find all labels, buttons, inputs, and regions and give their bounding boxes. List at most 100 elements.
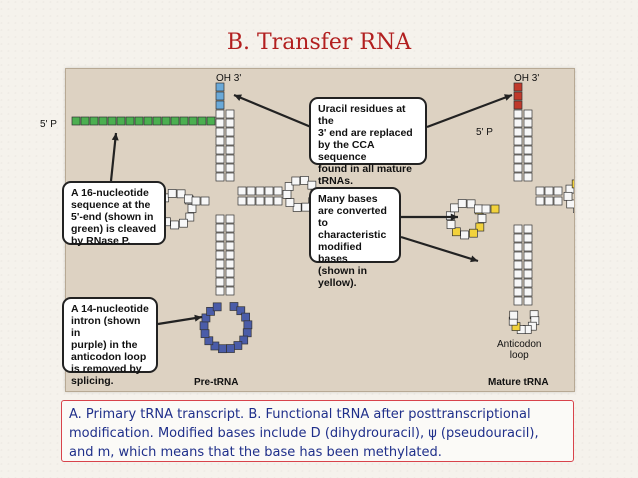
anticodon-stem-nucleotide — [523, 278, 533, 288]
callout-intron-splicing: A 14-nucleotide intron (shown in purple)… — [62, 297, 158, 387]
pre-oh-3-label: OH 3' — [216, 73, 242, 84]
anticodon-stem-nucleotide — [225, 241, 235, 251]
anticodon-stem-nucleotide — [523, 242, 533, 252]
acceptor-stem-nucleotide — [523, 145, 533, 155]
acceptor-stem-nucleotide — [225, 109, 235, 119]
anticodon-stem-nucleotide — [513, 260, 523, 270]
leader-nucleotide — [188, 116, 198, 126]
uracil-3prime-nucleotide — [215, 91, 225, 101]
acceptor-stem-nucleotide — [513, 172, 523, 182]
t-stem-nucleotide — [273, 196, 283, 206]
t-loop-nucleotide — [573, 204, 574, 213]
anticodon-stem-nucleotide — [523, 287, 533, 297]
uracil-3prime-nucleotide — [215, 100, 225, 110]
anticodon-stem-nucleotide — [523, 260, 533, 270]
acceptor-stem-nucleotide — [513, 118, 523, 128]
d-loop-nucleotide — [446, 220, 456, 229]
acceptor-stem-nucleotide — [523, 172, 533, 182]
t-stem-nucleotide — [535, 186, 545, 196]
t-loop-nucleotide — [292, 203, 302, 212]
leader-nucleotide — [170, 116, 180, 126]
anticodon-stem-nucleotide — [225, 268, 235, 278]
d-loop-nucleotide — [450, 203, 459, 213]
anticodon-stem-nucleotide — [225, 259, 235, 269]
acceptor-stem-nucleotide — [215, 145, 225, 155]
anticodon-stem-nucleotide — [523, 251, 533, 261]
intron-loop-nucleotide — [241, 312, 250, 322]
anticodon-stem-nucleotide — [215, 214, 225, 224]
t-stem-nucleotide — [544, 186, 554, 196]
t-stem-nucleotide — [246, 186, 256, 196]
t-loop-nucleotide — [563, 191, 573, 201]
leader-nucleotide — [107, 116, 117, 126]
d-loop-nucleotide — [187, 204, 197, 213]
leader-nucleotide — [80, 116, 90, 126]
acceptor-stem-nucleotide — [513, 109, 523, 119]
acceptor-stem-nucleotide — [523, 109, 533, 119]
anticodon-stem-nucleotide — [513, 242, 523, 252]
acceptor-stem-nucleotide — [225, 163, 235, 173]
callout-leader-rnase-p: A 16-nucleotide sequence at the 5'-end (… — [62, 181, 166, 247]
acceptor-stem-nucleotide — [225, 127, 235, 137]
arrow-modified-d-head — [450, 213, 458, 221]
mature-trna-label: Mature tRNA — [488, 377, 549, 388]
intron-loop-nucleotide — [239, 335, 249, 345]
anticodon-stem-nucleotide — [215, 277, 225, 287]
anticodon-stem-nucleotide — [225, 232, 235, 242]
anticodon-stem-nucleotide — [513, 278, 523, 288]
acceptor-stem-nucleotide — [225, 154, 235, 164]
intron-loop-nucleotide — [233, 341, 243, 350]
arrow-intron — [157, 315, 203, 326]
t-loop-nucleotide — [285, 198, 295, 207]
d-stem-nucleotide — [191, 196, 201, 206]
leader-nucleotide — [116, 116, 126, 126]
anticodon-stem-nucleotide — [513, 296, 523, 306]
leader-nucleotide — [179, 116, 189, 126]
acceptor-stem-nucleotide — [225, 136, 235, 146]
intron-loop-nucleotide — [210, 341, 220, 351]
intron-loop-nucleotide — [199, 321, 209, 331]
t-stem-nucleotide — [255, 196, 265, 206]
cca-nucleotide — [513, 91, 523, 101]
acceptor-stem-nucleotide — [215, 154, 225, 164]
t-stem-nucleotide — [264, 196, 274, 206]
anticodon-stem-nucleotide — [215, 223, 225, 233]
arrow-intron-head — [194, 314, 202, 322]
arrow-modified-anticodon — [400, 235, 479, 263]
d-stem-nucleotide — [481, 204, 491, 214]
anticodon-stem-nucleotide — [215, 250, 225, 260]
acceptor-stem-nucleotide — [225, 118, 235, 128]
intron-loop-nucleotide — [200, 329, 210, 339]
d-loop-nucleotide — [457, 199, 467, 208]
anticodon-stem-nucleotide — [513, 224, 523, 234]
intron-loop-nucleotide — [212, 302, 222, 312]
leader-nucleotide — [89, 116, 99, 126]
t-loop-nucleotide — [282, 189, 292, 199]
d-loop-nucleotide — [176, 189, 186, 199]
anticodon-stem-nucleotide — [225, 286, 235, 296]
t-loop-nucleotide — [571, 179, 574, 189]
cca-nucleotide — [513, 82, 523, 92]
d-loop-nucleotide — [184, 194, 193, 204]
arrow-leader-head — [111, 133, 119, 141]
acceptor-stem-nucleotide — [513, 127, 523, 137]
anticodon-stem-nucleotide — [215, 241, 225, 251]
arrow-uracil-to-mature — [426, 93, 513, 129]
d-loop-nucleotide — [452, 227, 461, 237]
t-loop-nucleotide — [566, 199, 574, 209]
intron-loop-nucleotide — [206, 306, 215, 316]
anticodon-stem-nucleotide — [215, 286, 225, 296]
t-stem-nucleotide — [246, 196, 256, 206]
intron-loop-nucleotide — [236, 306, 246, 316]
anticodon-loop-nucleotide — [509, 310, 519, 320]
mature-5p-label: 5' P — [476, 127, 493, 138]
acceptor-stem-nucleotide — [513, 154, 523, 164]
t-loop-nucleotide — [291, 176, 301, 186]
t-stem-nucleotide — [237, 186, 247, 196]
acceptor-stem-nucleotide — [215, 136, 225, 146]
acceptor-stem-nucleotide — [523, 136, 533, 146]
anticodon-stem-nucleotide — [513, 251, 523, 261]
arrow-uracil-to-pre — [233, 93, 312, 129]
anticodon-stem-nucleotide — [225, 250, 235, 260]
callout-uracil-cca: Uracil residues at the 3' end are replac… — [309, 97, 427, 187]
